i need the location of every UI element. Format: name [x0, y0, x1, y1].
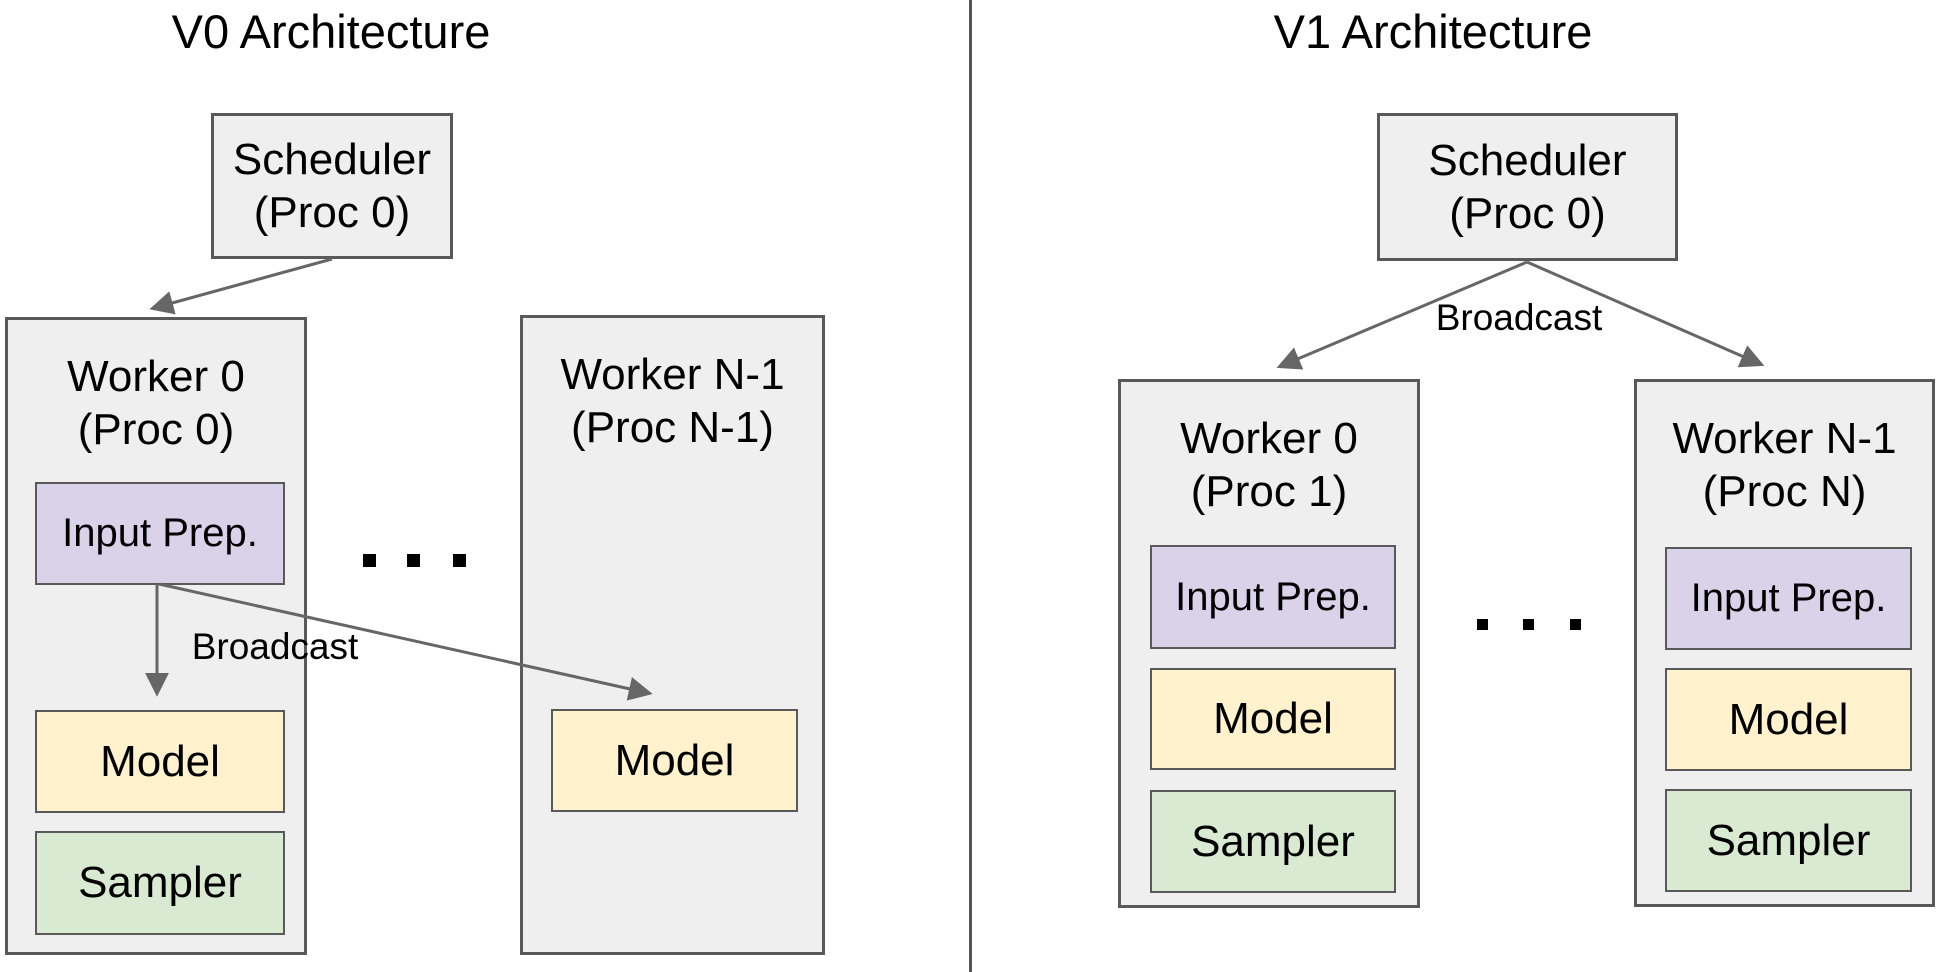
- v1-scheduler-proc: (Proc 0): [1449, 189, 1606, 238]
- v1-workerN-sampler-label: Sampler: [1706, 815, 1871, 865]
- v0-worker0-input-prep-box: Input Prep.: [35, 482, 285, 585]
- v0-workerN-model-box: Model: [551, 709, 798, 812]
- v1-workerN-input-prep-box: Input Prep.: [1665, 547, 1912, 650]
- v1-ellipsis-dot: [1570, 619, 1581, 630]
- v1-worker0-name: Worker 0: [1180, 414, 1358, 463]
- v1-ellipsis-dot: [1523, 619, 1534, 630]
- v1-worker0-box: Worker 0 (Proc 1) Input Prep. Model Samp…: [1118, 379, 1420, 908]
- v1-worker0-input-prep-label: Input Prep.: [1175, 574, 1371, 619]
- v1-worker0-model-label: Model: [1213, 694, 1333, 743]
- v0-ellipsis-dot: [407, 554, 420, 567]
- v1-worker0-sampler-label: Sampler: [1191, 816, 1355, 866]
- v0-workerN-title: Worker N-1 (Proc N-1): [523, 348, 822, 454]
- v0-worker0-name: Worker 0: [67, 352, 245, 401]
- v0-worker0-model-box: Model: [35, 710, 285, 813]
- v1-broadcast-label: Broadcast: [1435, 297, 1603, 338]
- v1-worker0-model-box: Model: [1150, 668, 1396, 770]
- panel-divider: [969, 0, 972, 972]
- v0-scheduler-proc: (Proc 0): [253, 188, 411, 237]
- v0-workerN-proc: (Proc N-1): [571, 403, 774, 452]
- v1-worker0-proc: (Proc 1): [1190, 467, 1348, 516]
- v1-worker0-title: Worker 0 (Proc 1): [1121, 412, 1417, 518]
- v0-worker0-sampler-box: Sampler: [35, 831, 285, 935]
- v0-worker0-proc: (Proc 0): [77, 405, 235, 454]
- v0-workerN-name: Worker N-1: [560, 350, 785, 399]
- v0-workerN-box: Worker N-1 (Proc N-1) Model: [520, 315, 825, 955]
- v0-broadcast-label: Broadcast: [191, 626, 359, 667]
- v1-worker0-sampler-box: Sampler: [1150, 790, 1396, 893]
- v0-worker0-box: Worker 0 (Proc 0) Input Prep. Model Samp…: [5, 317, 307, 955]
- v0-scheduler-box: Scheduler (Proc 0): [211, 113, 453, 259]
- v0-worker0-title: Worker 0 (Proc 0): [8, 350, 304, 456]
- v0-worker0-model-label: Model: [100, 736, 220, 786]
- v0-worker0-input-prep-label: Input Prep.: [62, 511, 258, 555]
- v0-ellipsis-dot: [363, 554, 376, 567]
- v1-scheduler-box: Scheduler (Proc 0): [1377, 113, 1678, 261]
- v0-panel-title: V0 Architecture: [171, 5, 491, 58]
- v0-ellipsis-dot: [453, 554, 466, 567]
- v1-workerN-proc: (Proc N): [1702, 467, 1867, 516]
- v1-workerN-model-label: Model: [1728, 694, 1849, 744]
- v1-workerN-input-prep-label: Input Prep.: [1690, 576, 1887, 620]
- v0-worker0-sampler-label: Sampler: [78, 858, 242, 907]
- v1-panel-title: V1 Architecture: [1273, 5, 1593, 58]
- v1-ellipsis-dot: [1477, 619, 1488, 630]
- v1-workerN-box: Worker N-1 (Proc N) Input Prep. Model Sa…: [1634, 379, 1935, 907]
- v1-workerN-sampler-box: Sampler: [1665, 789, 1912, 892]
- v0-scheduler-label: Scheduler: [232, 135, 432, 184]
- v1-worker0-input-prep-box: Input Prep.: [1150, 545, 1396, 649]
- arrow-v0-scheduler-to-worker0: [149, 257, 333, 315]
- v1-workerN-name: Worker N-1: [1672, 414, 1897, 463]
- v1-scheduler-label: Scheduler: [1428, 136, 1627, 185]
- v0-workerN-model-label: Model: [614, 735, 735, 785]
- v1-workerN-title: Worker N-1 (Proc N): [1637, 412, 1932, 518]
- v1-workerN-model-box: Model: [1665, 668, 1912, 771]
